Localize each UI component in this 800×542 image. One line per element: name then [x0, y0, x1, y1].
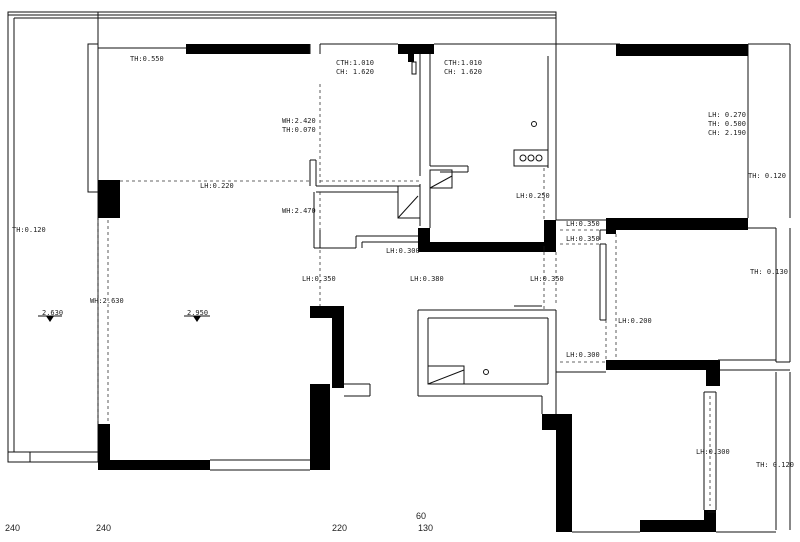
label-wh-2470: WH:2.470 [282, 207, 316, 215]
dim-130: 130 [418, 523, 433, 533]
label-cth-1: CTH:1.010 [336, 59, 374, 67]
dashed-lines [97, 84, 711, 506]
label-wh-2630: WH:2.630 [90, 297, 124, 305]
label-th-0120-b: TH: 0.120 [756, 461, 794, 469]
label-lh-0300-a: LH:0.300 [386, 247, 420, 255]
label-th-0070: TH:0.070 [282, 126, 316, 134]
label-lh-0250: LH:0.250 [516, 192, 550, 200]
label-cth-2: CTH:1.010 [444, 59, 482, 67]
label-lh-0350-d: LH:0.350 [530, 275, 564, 283]
dim-60: 60 [416, 511, 426, 521]
dim-220: 220 [332, 523, 347, 533]
label-th-0550: TH:0.550 [130, 55, 164, 63]
label-lh-0350-b: LH:0.350 [566, 235, 600, 243]
elevation-markers [38, 315, 210, 322]
label-lh-0300-b: LH:0.300 [566, 351, 600, 359]
label-ch-2: CH: 1.620 [444, 68, 482, 76]
label-th-0130: TH: 0.130 [750, 268, 788, 276]
annotations: TH:0.550 CTH:1.010 CH: 1.620 CTH:1.010 C… [12, 55, 794, 469]
label-lh-0220: LH:0.220 [200, 182, 234, 190]
label-th-0500: TH: 0.500 [708, 120, 746, 128]
label-ch-1: CH: 1.620 [336, 68, 374, 76]
label-lh-0200: LH:0.200 [618, 317, 652, 325]
walls [98, 44, 748, 532]
label-th-0120-left: TH:0.120 [12, 226, 46, 234]
label-elev-2950: 2.950 [187, 309, 208, 317]
label-lh-0350-c: LH:0.350 [302, 275, 336, 283]
label-lh-0350-a: LH:0.350 [566, 220, 600, 228]
outer-outline [7, 11, 791, 530]
label-lh-0300-c: LH:0.300 [696, 448, 730, 456]
interior-lines [210, 43, 776, 533]
label-elev-2630: 2.630 [42, 309, 63, 317]
label-th-0120-a: TH: 0.120 [748, 172, 786, 180]
label-ch-2190: CH: 2.190 [708, 129, 746, 137]
label-wh-2420: WH:2.420 [282, 117, 316, 125]
label-lh-0270: LH: 0.270 [708, 111, 746, 119]
dim-240-a: 240 [5, 523, 20, 533]
label-lh-0380: LH:0.380 [410, 275, 444, 283]
dim-240-b: 240 [96, 523, 111, 533]
dimensions: 240 240 220 60 130 [5, 511, 433, 533]
